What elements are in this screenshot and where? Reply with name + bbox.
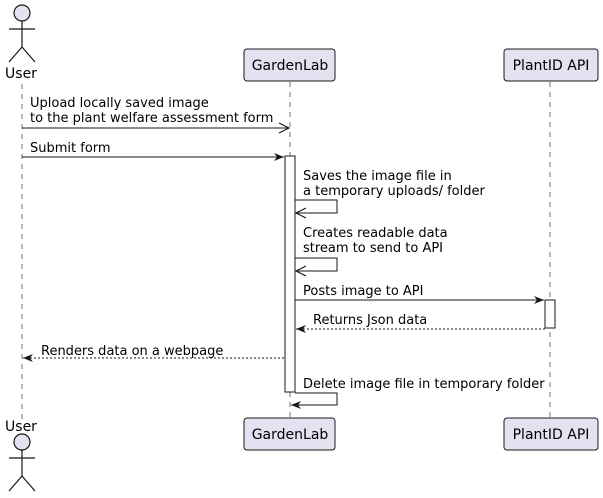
self-message-arrow — [295, 199, 338, 213]
message-label: Renders data on a webpage — [41, 344, 223, 359]
message-5: Posts image to API — [295, 284, 544, 304]
message-2: Submit form — [22, 141, 284, 161]
actor-user-label-bottom: User — [5, 419, 37, 435]
message-label: Saves the image file in — [303, 169, 452, 184]
message-label: Creates readable data — [303, 226, 448, 241]
self-message-arrow — [295, 257, 338, 271]
message-8: Delete image file in temporary folder — [291, 377, 545, 409]
message-label: Submit form — [30, 141, 111, 156]
message-label: Upload locally saved image — [30, 96, 209, 111]
message-label: to the plant welfare assessment form — [30, 111, 273, 126]
participant-gardenlab-box-bottom — [243, 417, 336, 451]
participant-plantid-label-top: PlantID API — [513, 58, 590, 74]
activation-bar-gardenlab — [284, 155, 296, 393]
message-label: stream to send to API — [303, 241, 443, 256]
participant-plantid-box-top — [503, 48, 599, 82]
message-3: Saves the image file in a temporary uplo… — [295, 169, 485, 213]
message-6: Returns Json data — [296, 313, 545, 333]
message-label: a temporary uploads/ folder — [303, 184, 485, 199]
message-label: Posts image to API — [303, 284, 423, 299]
message-1: Upload locally saved image to the plant … — [22, 96, 289, 128]
participant-gardenlab-box-top — [243, 48, 336, 82]
self-message-arrow — [291, 392, 338, 409]
participant-plantid-box-bottom — [503, 417, 599, 451]
message-label: Delete image file in temporary folder — [303, 377, 545, 392]
message-7: Renders data on a webpage — [23, 344, 284, 362]
actor-user-bottom — [8, 433, 36, 492]
actor-user-top — [8, 4, 36, 63]
actor-head-icon — [13, 433, 31, 451]
activation-bar-plantid — [544, 299, 556, 329]
actor-user-label-top: User — [5, 66, 37, 82]
message-label: Returns Json data — [313, 313, 427, 328]
message-4: Creates readable data stream to send to … — [295, 226, 448, 271]
participant-gardenlab-label-bottom: GardenLab — [252, 427, 329, 443]
participant-plantid-label-bottom: PlantID API — [513, 427, 590, 443]
actor-head-icon — [13, 4, 31, 22]
participant-gardenlab-label-top: GardenLab — [252, 58, 329, 74]
